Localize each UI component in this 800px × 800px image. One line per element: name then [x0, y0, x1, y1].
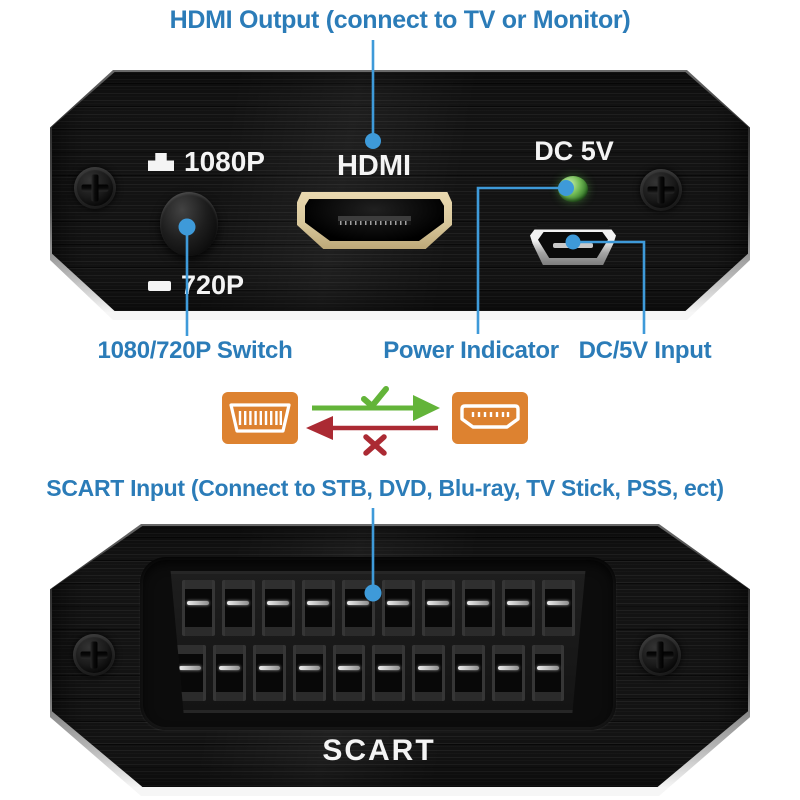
scart-pin — [461, 580, 495, 636]
scart-pin — [541, 580, 575, 636]
scart-socket — [170, 571, 586, 713]
scart-port-recess — [140, 557, 616, 730]
hdmi-port-inner — [305, 199, 444, 241]
scart-plug-icon — [222, 392, 298, 444]
hdmi-plug-glyph — [460, 404, 520, 429]
scart-pin — [381, 580, 415, 636]
dc5v-label: DC 5V — [534, 136, 614, 166]
hdmi-port — [297, 192, 452, 249]
screw-left — [74, 167, 116, 209]
raised-switch-icon — [148, 153, 174, 171]
converter-bottom-panel: SCART — [50, 524, 750, 796]
device-front-face: 1080P 720P HDMI DC 5V — [52, 72, 748, 311]
hdmi-output-label: HDMI Output (connect to TV or Monitor) — [169, 6, 631, 34]
scart-pin — [173, 645, 207, 701]
scart-pin — [221, 580, 255, 636]
conversion-arrows — [306, 386, 440, 456]
check-icon — [361, 386, 389, 409]
green-arrow-head — [413, 395, 440, 421]
micro-usb-inner — [538, 232, 608, 258]
scart-pin — [412, 645, 446, 701]
red-arrow-head — [306, 416, 333, 440]
scart-pin — [213, 645, 247, 701]
resolution-720p-label: 720P — [181, 270, 245, 300]
scart-plug-glyph — [229, 403, 291, 433]
scart-pin — [501, 580, 535, 636]
scart-pin — [181, 580, 215, 636]
scart-pin — [372, 645, 406, 701]
scart-pin — [341, 580, 375, 636]
scart-pin — [253, 645, 286, 701]
micro-usb-port — [530, 224, 616, 265]
x-icon — [363, 434, 387, 456]
scart-pin — [292, 645, 326, 701]
resolution-1080p-row: 1080P — [148, 146, 265, 178]
scart-pin — [301, 580, 335, 636]
scart-pin-row-bottom — [171, 645, 568, 701]
hdmi-plug-icon — [452, 392, 528, 444]
screw-left — [73, 634, 115, 676]
resolution-switch-button — [160, 192, 218, 256]
flat-switch-icon — [148, 280, 171, 291]
scart-pin — [421, 580, 455, 636]
scart-pin — [261, 580, 295, 636]
scart-input-label: SCART Input (Connect to STB, DVD, Blu-ra… — [46, 475, 724, 501]
dc-input-callout-label: DC/5V Input — [578, 337, 712, 364]
scart-pin — [332, 645, 366, 701]
power-led — [558, 176, 588, 202]
converter-top-panel: 1080P 720P HDMI DC 5V — [50, 70, 750, 320]
scart-pin — [531, 645, 565, 701]
scart-pin-row-top — [178, 580, 578, 636]
scart-pin — [491, 645, 525, 701]
switch-callout-label: 1080/720P Switch — [97, 337, 293, 364]
hdmi-port-label: HDMI — [336, 150, 412, 182]
screw-right — [640, 169, 682, 211]
device-front-face: SCART — [52, 526, 748, 787]
resolution-720p-row: 720P — [148, 270, 244, 301]
scart-port-label: SCART — [322, 734, 436, 767]
screw-right — [639, 634, 681, 676]
resolution-1080p-label: 1080P — [184, 146, 265, 177]
scart-pin — [452, 645, 485, 701]
power-indicator-callout-label: Power Indicator — [383, 337, 559, 364]
hdmi-port-pins — [338, 215, 411, 225]
